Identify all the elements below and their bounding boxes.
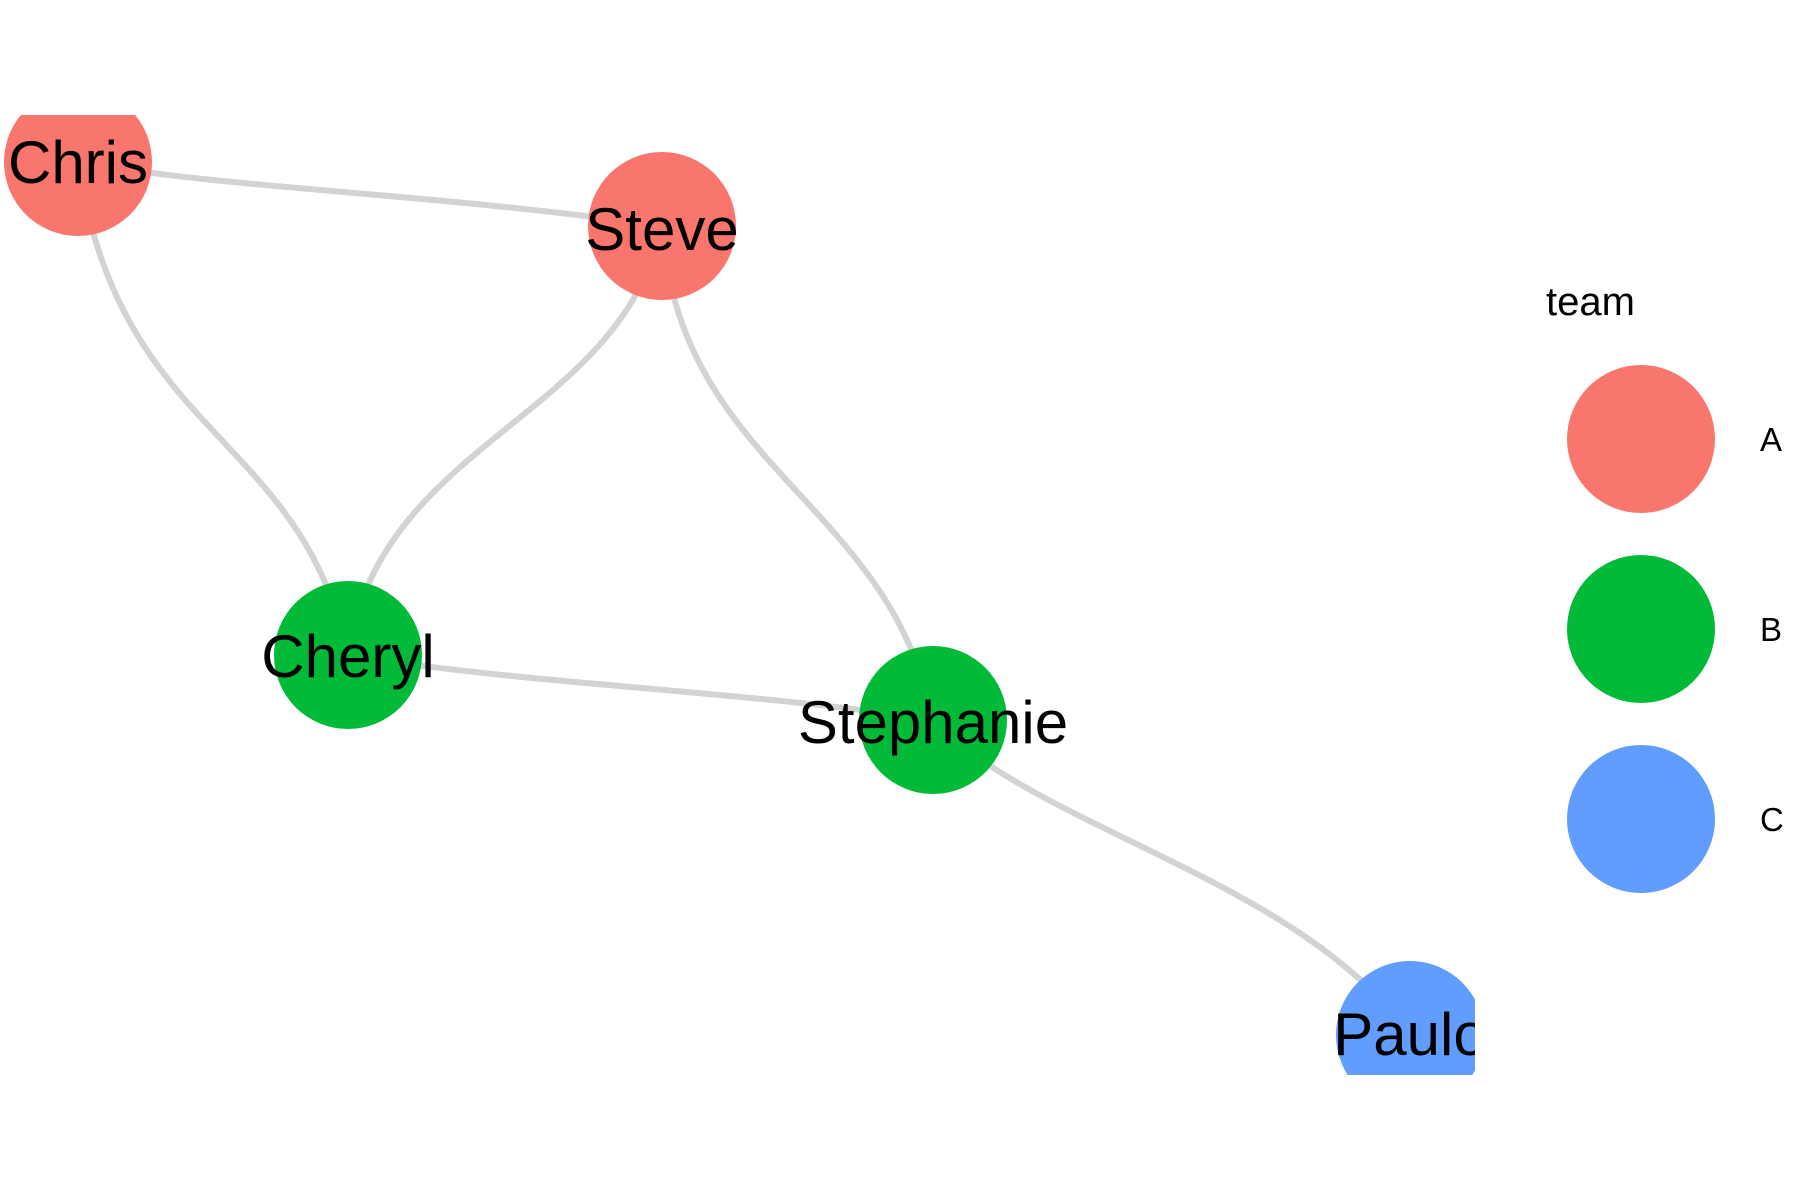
node-steve <box>588 152 736 300</box>
legend-label-c: C <box>1760 801 1784 838</box>
legend-key-b <box>1567 555 1715 703</box>
node-label-chris: Chris <box>8 129 148 196</box>
node-paulo <box>1336 961 1475 1075</box>
edge-chris-cheryl <box>75 161 351 656</box>
node-stephanie <box>859 646 1007 794</box>
legend-label-a: A <box>1760 421 1782 458</box>
plot-panel: Chris Steve Cheryl Stephanie Paulo <box>4 115 1486 1075</box>
node-label-paulo: Paulo <box>1333 1001 1486 1068</box>
legend: team A B C <box>1546 280 1784 893</box>
edge-stephanie-paulo <box>930 717 1413 1037</box>
legend-title: team <box>1546 280 1635 324</box>
node-label-cheryl: Cheryl <box>261 623 434 690</box>
node-chris <box>4 115 152 236</box>
labels-layer: Chris Steve Cheryl Stephanie Paulo <box>8 129 1486 1068</box>
edge-steve-stephanie <box>659 225 936 721</box>
nodes-layer <box>4 115 1475 1075</box>
node-cheryl <box>274 581 422 729</box>
edge-chris-steve <box>77 159 663 229</box>
edge-steve-cheryl <box>345 225 665 656</box>
edge-cheryl-stephanie <box>347 652 934 723</box>
legend-label-b: B <box>1760 611 1782 648</box>
edges-layer <box>75 159 1413 1037</box>
node-label-stephanie: Stephanie <box>798 689 1068 756</box>
legend-key-c <box>1567 745 1715 893</box>
node-label-steve: Steve <box>585 196 738 263</box>
legend-key-a <box>1567 365 1715 513</box>
